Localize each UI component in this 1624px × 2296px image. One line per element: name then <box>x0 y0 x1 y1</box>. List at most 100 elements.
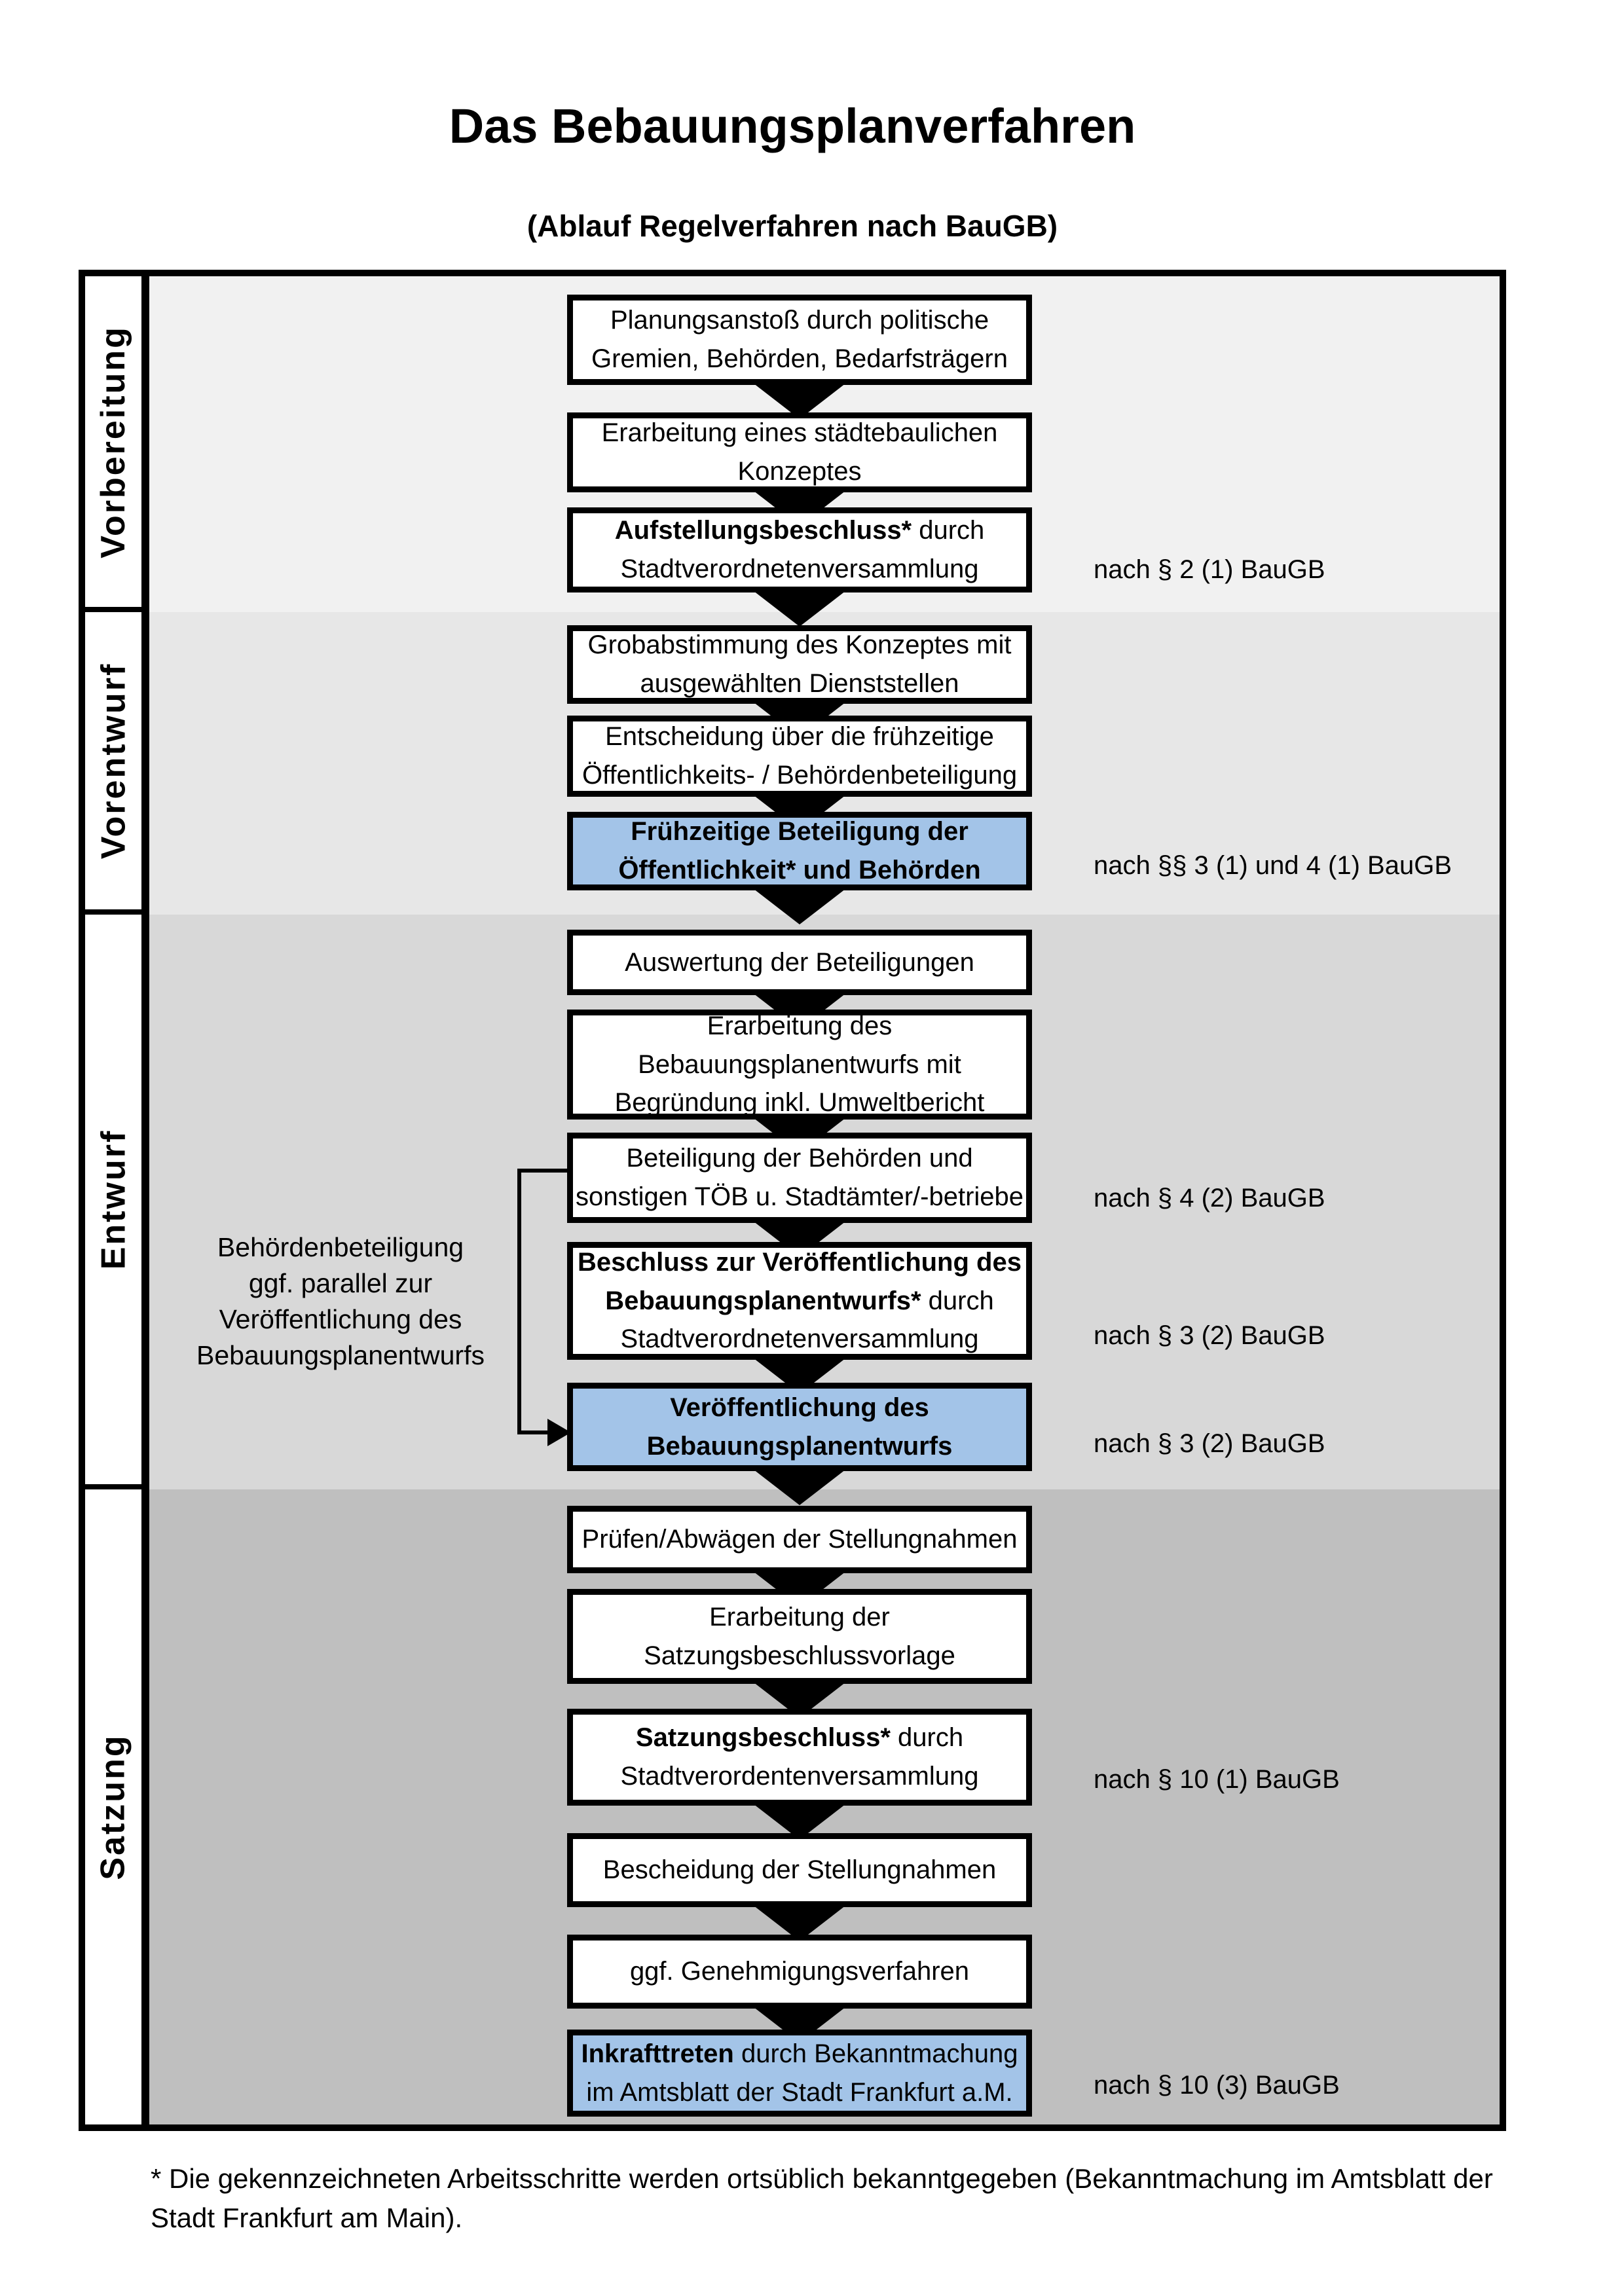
flow-box-text: Auswertung der Beteiligungen <box>625 947 974 977</box>
flow-box-line: Inkrafttreten durch Bekanntmachung <box>581 2035 1018 2073</box>
flow-box-line: Bebauungsplanentwurfs mit <box>638 1046 961 1084</box>
flow-box-text: Konzeptes <box>737 457 862 486</box>
flow-box-text: Begründung inkl. Umweltbericht <box>614 1088 985 1118</box>
flow-arrow-down-icon <box>750 886 849 924</box>
flow-box-text: Entscheidung über die frühzeitige <box>605 722 994 752</box>
flow-box-auswertung-beteiligungen: Auswertung der Beteiligungen <box>567 930 1032 995</box>
legal-ref-beteiligung-behoerden: nach § 4 (2) BauGB <box>1094 1184 1325 1212</box>
flow-box-line: Erarbeitung des <box>707 1007 892 1046</box>
flow-box-line: ggf. Genehmigungsverfahren <box>630 1952 969 1991</box>
flow-box-bescheidung-stellungnahmen: Bescheidung der Stellungnahmen <box>567 1833 1032 1907</box>
flow-box-inkrafttreten: Inkrafttreten durch Bekanntmachung im Amt… <box>567 2030 1032 2117</box>
flow-box-text: ggf. Genehmigungsverfahren <box>629 1957 970 1986</box>
legal-ref-veroeffentlichung: nach § 3 (2) BauGB <box>1094 1429 1325 1458</box>
side-note-line: Behördenbeteiligung <box>217 1232 464 1262</box>
flow-box-grobabstimmung: Grobabstimmung des Konzeptes mit ausgewäh… <box>567 625 1032 704</box>
flow-box-text: Satzungsbeschlussvorlage <box>644 1641 955 1670</box>
flow-box-text: Planungsanstoß durch politische <box>610 306 989 335</box>
side-note-line: Bebauungsplanentwurfs <box>196 1339 485 1370</box>
section-label-vorentwurf: Vorentwurf <box>94 662 132 860</box>
flow-box-line: Öffentlichkeits- / Behördenbeteiligung <box>582 756 1017 795</box>
flow-box-line: Planungsanstoß durch politische <box>610 301 989 340</box>
section-label-cell-satzung: Satzung <box>85 1489 149 2124</box>
flow-box-text-bold: Frühzeitige Beteiligung der <box>631 817 969 847</box>
section-label-entwurf: Entwurf <box>94 1129 132 1270</box>
flow-box-line: Aufstellungsbeschluss* durch <box>615 511 985 550</box>
flow-box-text-bold: Inkrafttreten <box>581 2039 734 2068</box>
flow-box-line: Entscheidung über die frühzeitige <box>605 718 994 756</box>
flow-box-line: Beschluss zur Veröffentlichung des <box>578 1243 1022 1282</box>
flow-box-line: Öffentlichkeit* und Behörden <box>618 851 980 890</box>
flow-box-text: Gremien, Behörden, Bedarfsträgern <box>591 344 1008 373</box>
flow-box-line: Gremien, Behörden, Bedarfsträgern <box>591 340 1008 378</box>
page-subtitle: (Ablauf Regelverfahren nach BauGB) <box>526 209 1058 243</box>
flow-box-line: Bescheidung der Stellungnahmen <box>603 1851 996 1889</box>
flow-box-line: Bebauungsplanentwurfs* durch <box>605 1282 993 1321</box>
flow-box-text: Erarbeitung des <box>707 1011 893 1040</box>
legal-ref-inkrafttreten: nach § 10 (3) BauGB <box>1094 2071 1340 2100</box>
flow-box-line: ausgewählten Dienststellen <box>640 665 959 703</box>
flow-box-text: Erarbeitung eines städtebaulichen <box>601 418 998 448</box>
flow-box-text-bold: Beschluss zur Veröffentlichung des <box>578 1247 1022 1277</box>
flow-box-text: ausgewählten Dienststellen <box>640 669 959 698</box>
flow-box-text: im Amtsblatt der Stadt Frankfurt a.M. <box>586 2077 1013 2107</box>
flow-box-line: Konzeptes <box>737 452 861 491</box>
flow-box-text-bold: Veröffentlichung des <box>670 1393 929 1422</box>
flow-box-line: Stadtverordnetenversammlung <box>621 1320 979 1358</box>
bracket-connector-vertical-line <box>517 1169 521 1433</box>
bracket-connector-bottom-line <box>517 1430 549 1434</box>
flow-box-text: Stadtverordnetenversammlung <box>620 555 979 583</box>
flow-box-text: Beteiligung der Behörden und <box>626 1144 973 1173</box>
flow-box-text-bold: Bebauungsplanentwurfs <box>646 1431 953 1461</box>
side-note-line: ggf. parallel zur <box>248 1267 433 1298</box>
flow-box-line: Begründung inkl. Umweltbericht <box>615 1084 985 1122</box>
flow-box-text-bold: Aufstellungsbeschluss* <box>614 516 912 545</box>
flow-box-text: Öffentlichkeits- / Behördenbeteiligung <box>581 761 1018 790</box>
flow-box-text: sonstigen TÖB u. Stadtämter/-betriebe <box>575 1182 1024 1211</box>
flow-box-text-bold: Satzungsbeschluss* <box>635 1723 891 1753</box>
legal-ref-fruehzeitige-beteiligung: nach §§ 3 (1) und 4 (1) BauGB <box>1094 851 1452 880</box>
flow-box-genehmigungsverfahren: ggf. Genehmigungsverfahren <box>567 1935 1032 2009</box>
flow-box-line: Auswertung der Beteiligungen <box>625 943 974 982</box>
flow-box-line: Prüfen/Abwägen der Stellungnahmen <box>582 1520 1018 1559</box>
section-label-satzung: Satzung <box>94 1734 132 1880</box>
flow-box-line: Erarbeitung eines städtebaulichen <box>602 414 998 452</box>
side-note-line: Veröffentlichung des <box>219 1303 462 1334</box>
flow-box-text: durch <box>890 1723 964 1753</box>
flow-box-line: Grobabstimmung des Konzeptes mit <box>588 626 1012 665</box>
flow-box-text: Bebauungsplanentwurfs mit <box>638 1049 961 1079</box>
legal-ref-aufstellungsbeschluss: nach § 2 (1) BauGB <box>1094 555 1325 584</box>
flow-box-text: Stadtverordentenversammlung <box>620 1762 979 1791</box>
section-label-vorbereitung: Vorbereitung <box>94 325 132 558</box>
flow-box-pruefen-abwaegen-stellungnahmen: Prüfen/Abwägen der Stellungnahmen <box>567 1506 1032 1573</box>
legal-ref-beschluss-veroeffentlichung: nach § 3 (2) BauGB <box>1094 1321 1325 1350</box>
bracket-connector-top-line <box>517 1169 570 1173</box>
flow-box-line: Bebauungsplanentwurfs <box>647 1427 953 1466</box>
flow-box-text: Grobabstimmung des Konzeptes mit <box>587 630 1012 660</box>
flow-box-beteiligung-behoerden-toeb: Beteiligung der Behörden und sonstigen TÖ… <box>567 1133 1032 1223</box>
flow-box-text: durch <box>921 1286 994 1315</box>
flow-box-text-bold: Bebauungsplanentwurfs* <box>605 1286 921 1315</box>
section-label-cell-vorbereitung: Vorbereitung <box>85 276 149 612</box>
flow-box-text: durch <box>912 516 985 545</box>
flow-box-line: Stadtverordentenversammlung <box>621 1757 979 1796</box>
flow-arrow-down-icon <box>750 589 849 627</box>
footnote: * Die gekennzeichneten Arbeitsschritte w… <box>151 2163 1493 2233</box>
flow-box-text: Prüfen/Abwägen der Stellungnahmen <box>581 1525 1018 1554</box>
section-label-cell-vorentwurf: Vorentwurf <box>85 612 149 915</box>
flow-box-line: Beteiligung der Behörden und <box>626 1139 972 1178</box>
flow-box-line: Veröffentlichung des <box>670 1389 929 1427</box>
flow-box-line: Satzungsbeschluss* durch <box>636 1719 963 1757</box>
flow-box-line: Erarbeitung der <box>709 1598 890 1637</box>
flow-box-text: Bescheidung der Stellungnahmen <box>602 1855 997 1885</box>
